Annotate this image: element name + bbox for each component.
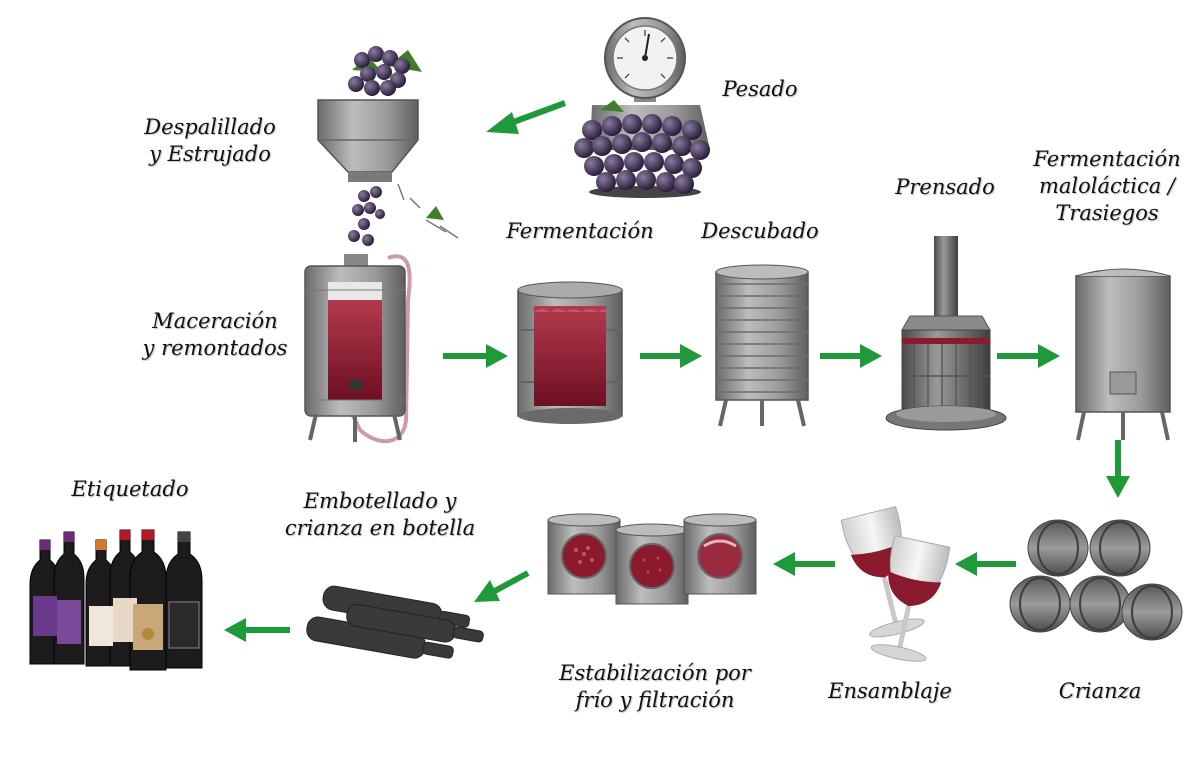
scale-with-grapes-icon bbox=[574, 17, 710, 198]
arrow-maceracion-to-fermentacion bbox=[443, 344, 508, 368]
label-line: Trasiegos bbox=[1055, 201, 1159, 225]
arrow-prensado-to-malolactica bbox=[997, 344, 1060, 368]
drained-tank-icon bbox=[715, 264, 809, 427]
label-line: Etiquetado bbox=[71, 477, 189, 501]
label-line: Ensamblaje bbox=[828, 679, 952, 703]
lying-bottles-icon bbox=[306, 585, 484, 659]
label-line: Despalillado bbox=[144, 115, 276, 139]
label-line: crianza en botella bbox=[284, 516, 476, 540]
arrow-crianza-to-ensamblaje bbox=[955, 552, 1016, 576]
step-label-ensamblaje: Ensamblaje bbox=[815, 678, 965, 705]
label-line: Estabilización por bbox=[559, 661, 751, 685]
step-label-fermentacion: Fermentación bbox=[495, 218, 665, 245]
wine-glasses-icon bbox=[840, 506, 951, 662]
arrow-ensamblaje-to-estabilizacion bbox=[773, 552, 835, 576]
barrels-icon bbox=[1009, 519, 1183, 641]
arrow-embotellado-to-etiquetado bbox=[224, 618, 290, 642]
malolactic-tank-icon bbox=[1075, 268, 1171, 441]
arrow-descubado-to-prensado bbox=[820, 344, 882, 368]
label-line: y remontados bbox=[142, 336, 288, 360]
arrow-fermentacion-to-descubado bbox=[640, 344, 702, 368]
arrow-pesado-to-despalillado bbox=[486, 100, 567, 134]
label-line: Crianza bbox=[1058, 679, 1142, 703]
flow-arrows bbox=[224, 100, 1130, 642]
label-line: Descubado bbox=[701, 219, 819, 243]
label-line: Fermentación bbox=[1033, 147, 1181, 171]
step-label-estabilizacion: Estabilización por frío y filtración bbox=[540, 660, 770, 714]
step-label-pesado: Pesado bbox=[700, 76, 820, 103]
arrow-malolactica-to-crianza bbox=[1106, 440, 1130, 498]
step-label-despalillado: Despalillado y Estrujado bbox=[135, 114, 285, 168]
label-line: Embotellado y bbox=[303, 489, 457, 513]
destemmer-hopper-icon bbox=[317, 46, 459, 246]
label-line: frío y filtración bbox=[575, 688, 735, 712]
arrow-estabilizacion-to-embotellado bbox=[474, 570, 530, 602]
step-label-etiquetado: Etiquetado bbox=[55, 476, 205, 503]
step-label-maceracion: Maceración y remontados bbox=[140, 308, 290, 362]
wine-press-icon bbox=[885, 236, 1007, 431]
step-label-descubado: Descubado bbox=[690, 218, 830, 245]
label-line: Prensado bbox=[895, 175, 995, 199]
label-line: y Estrujado bbox=[149, 142, 271, 166]
step-label-embotellado: Embotellado y crianza en botella bbox=[270, 488, 490, 542]
label-line: Maceración bbox=[152, 309, 278, 333]
step-label-crianza: Crianza bbox=[1040, 678, 1160, 705]
stabilization-tanks-icon bbox=[547, 513, 757, 605]
label-line: maloláctica / bbox=[1039, 174, 1175, 198]
step-label-malolactica: Fermentación maloláctica / Trasiegos bbox=[1022, 146, 1192, 227]
labeled-bottles-icon bbox=[29, 529, 203, 671]
maceration-tank-icon bbox=[304, 254, 412, 444]
label-line: Fermentación bbox=[506, 219, 654, 243]
step-label-prensado: Prensado bbox=[880, 174, 1010, 201]
label-line: Pesado bbox=[722, 77, 798, 101]
fermentation-tank-icon bbox=[517, 281, 623, 424]
